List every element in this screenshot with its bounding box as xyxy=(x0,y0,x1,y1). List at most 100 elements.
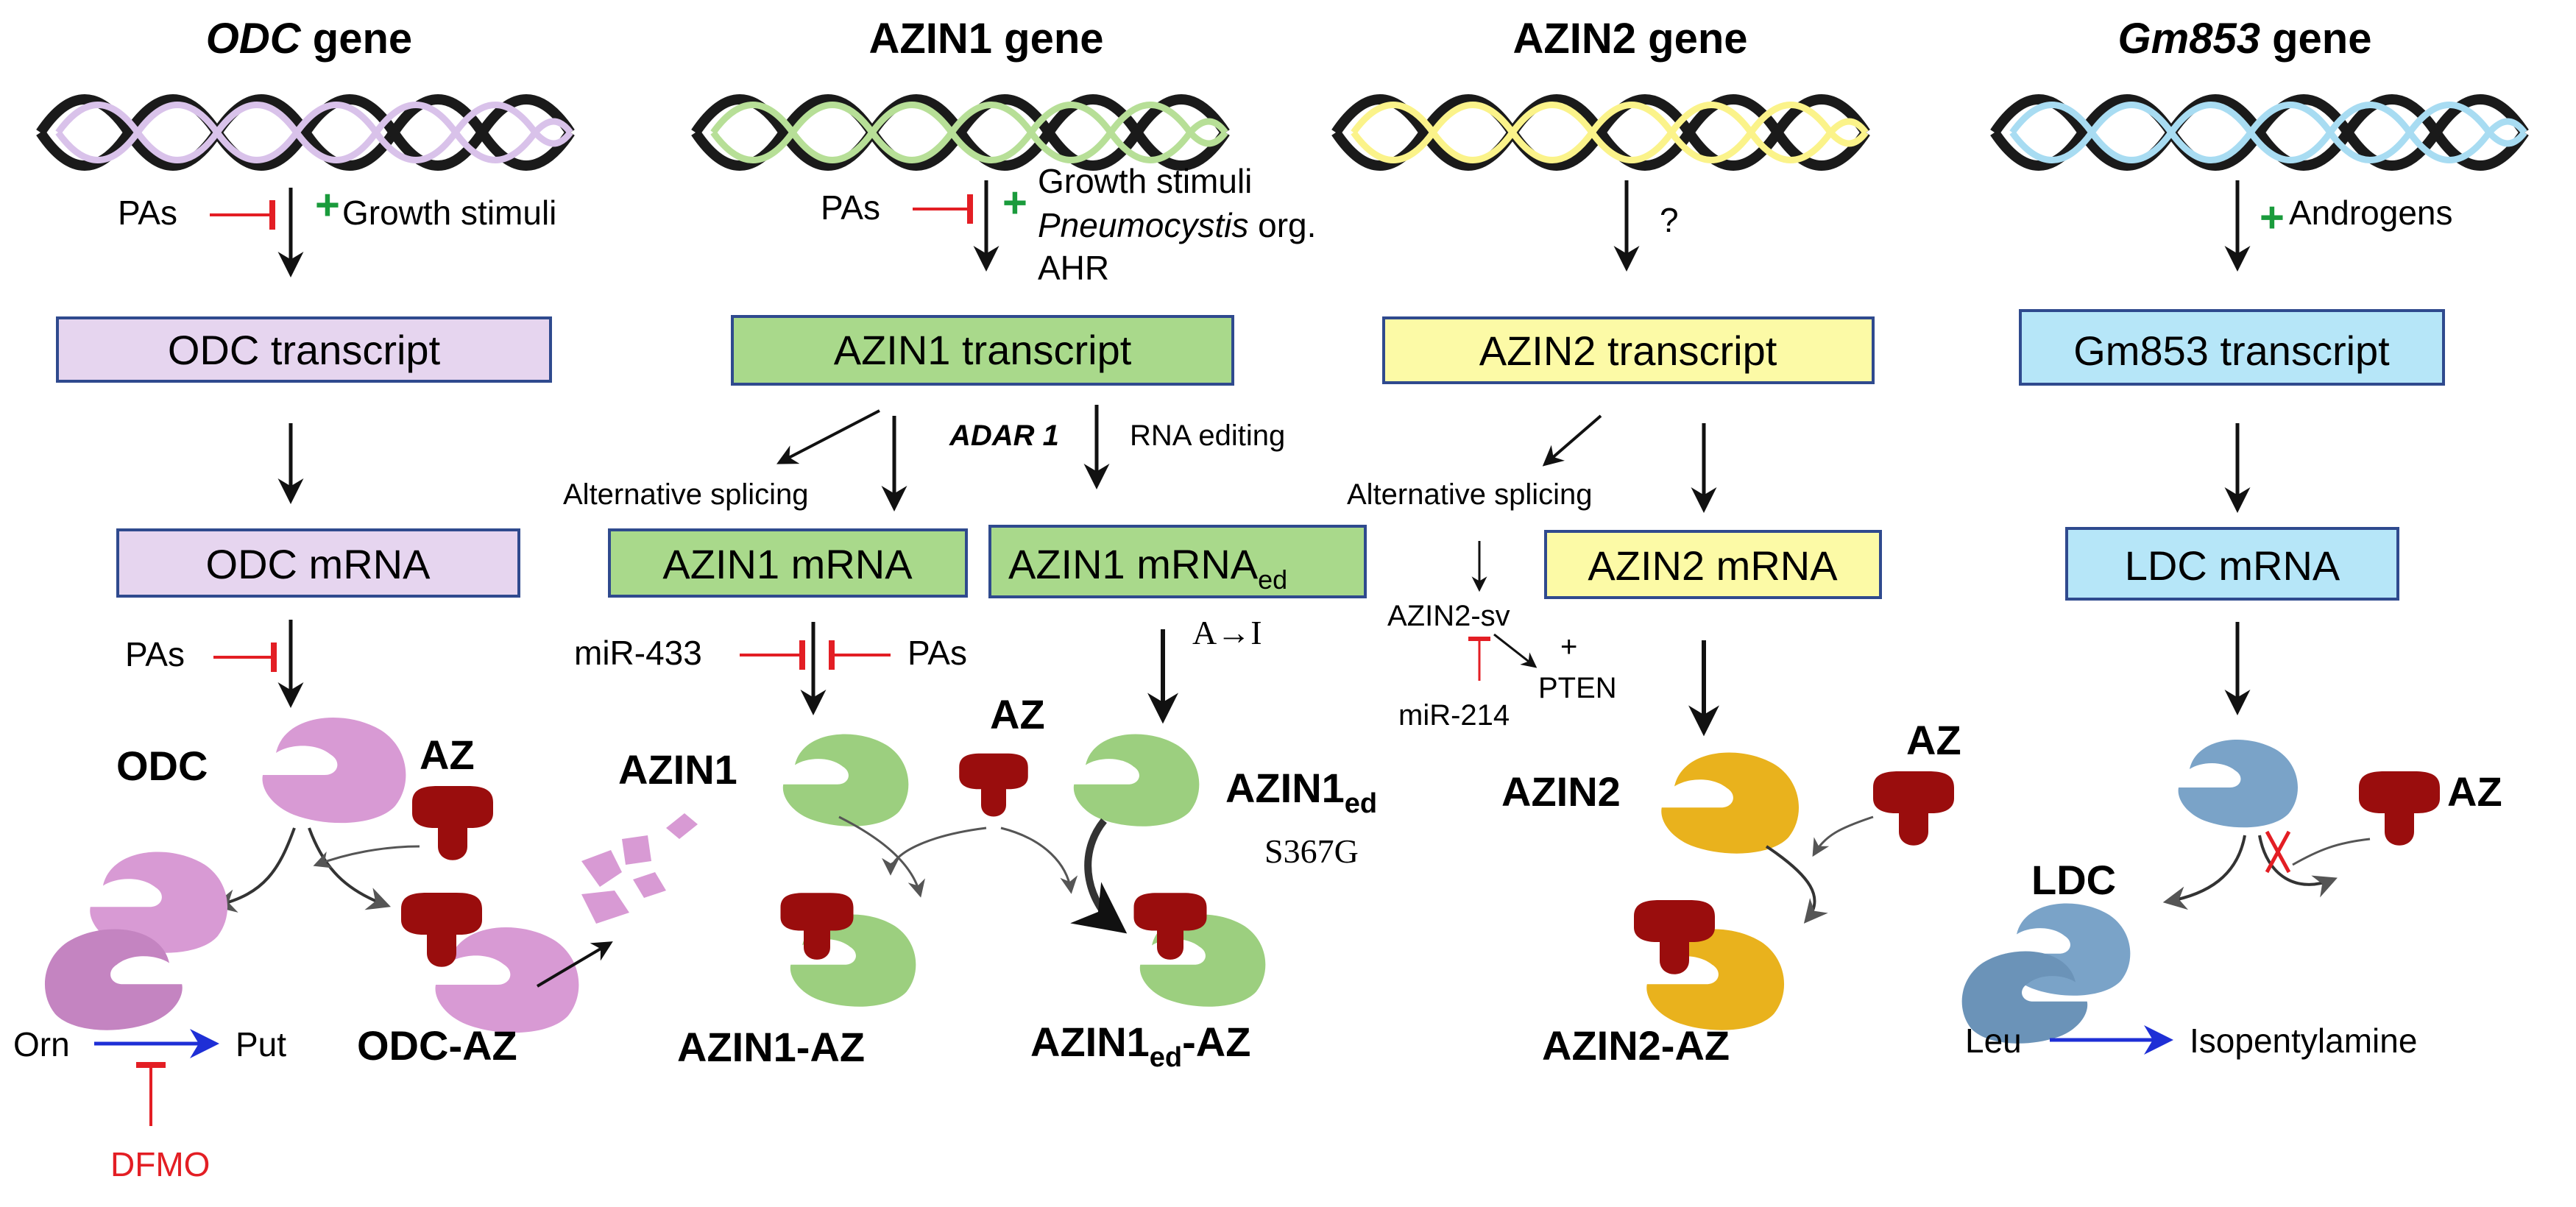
adar1-label: ADAR 1 xyxy=(949,420,1059,452)
azin2-protein-label: AZIN2 xyxy=(1501,768,1621,815)
azin2-splice-branch-arrow xyxy=(1542,414,1602,467)
azin1-az-bind-arrow xyxy=(838,815,925,898)
odc-dimer-arrow xyxy=(212,827,296,913)
odc-transcript-label: ODC transcript xyxy=(168,327,441,373)
leu-label: Leu xyxy=(1965,1022,2022,1060)
odc-az-binding-arrow xyxy=(313,845,420,868)
azin1ed-az-complex-label: AZIN1ed-AZ xyxy=(1030,1019,1250,1073)
odc-mrna-box xyxy=(116,528,520,598)
s367g-mutation-label: S367G xyxy=(1264,832,1359,870)
azin2-sv-plus-sign: + xyxy=(1560,631,1577,663)
azin1-alt-splicing-label: Alternative splicing xyxy=(563,478,809,511)
azin2-az-complex-az-icon xyxy=(1634,900,1715,974)
az-to-azin2-arrow xyxy=(1812,815,1874,857)
gm853-dna-helix-icon xyxy=(1995,99,2524,166)
azin2-az-complex-label: AZIN2-AZ xyxy=(1542,1022,1730,1069)
azin2-mrna-box xyxy=(1544,530,1882,599)
az-to-azin1-arrow xyxy=(882,827,987,876)
azin1-gene-title: AZIN1 gene xyxy=(868,15,1103,63)
azin1-plus-sign: + xyxy=(1002,179,1027,227)
ldc-protein-label: LDC xyxy=(2031,857,2116,903)
odc-az-complex-label: ODC-AZ xyxy=(357,1022,517,1069)
azin2-transcript-label: AZIN2 transcript xyxy=(1479,328,1777,374)
azin1-pneumocystis-label: Pneumocystis org. xyxy=(1038,206,1316,244)
azin1-enzyme-icon xyxy=(782,734,909,827)
mir433-label: miR-433 xyxy=(574,634,702,672)
put-label: Put xyxy=(236,1025,286,1063)
azin1-transcript-box xyxy=(731,315,1234,386)
azin2-enzyme-icon xyxy=(1661,752,1800,854)
azin1-pas2-label: PAs xyxy=(907,634,967,672)
azin1-mrna-edited-label: AZIN1 mRNAed xyxy=(1008,541,1287,595)
gm853-transcript-box xyxy=(2019,309,2445,386)
odc-dna-helix-icon xyxy=(40,99,570,166)
gm853-plus-sign: + xyxy=(2260,194,2285,241)
azin1-ed-protein-label: AZIN1ed xyxy=(1225,765,1377,819)
azin1-ed-enzyme-icon xyxy=(1073,734,1200,827)
azin2-sv-label: AZIN2-sv xyxy=(1387,600,1510,632)
odc-mrna-label: ODC mRNA xyxy=(206,541,431,587)
odc-growth-stimuli: Growth stimuli xyxy=(342,194,556,232)
azin1ed-az-complex-az-icon xyxy=(1133,893,1207,960)
azin2-dna-helix-icon xyxy=(1336,99,1866,166)
odc-gene-title: ODC gene xyxy=(206,15,412,63)
ldc-enzyme-icon xyxy=(2178,740,2298,828)
mir214-label: miR-214 xyxy=(1398,699,1510,732)
dfmo-label: DFMO xyxy=(110,1145,210,1183)
gm853-gene-title: Gm853 gene xyxy=(2118,15,2372,63)
azin1-mrna-label: AZIN1 mRNA xyxy=(662,541,913,587)
odc-az-complex-enzyme-icon xyxy=(435,927,579,1033)
odc-plus-sign: + xyxy=(315,181,340,229)
azin1-mrna-box xyxy=(608,528,968,598)
odc-protein-label: ODC xyxy=(116,743,208,789)
androgens-label: Androgens xyxy=(2289,194,2453,232)
a-to-i-label: A→I xyxy=(1192,614,1262,651)
azin2-az-bind-arrow xyxy=(1765,845,1828,924)
azin1-growth-stimuli: Growth stimuli xyxy=(1038,162,1252,200)
ldc-az-bind-arrow xyxy=(2258,835,2338,898)
odc-az-icon xyxy=(412,786,493,860)
azin2-column: AZIN2 gene ? AZIN2 transcript Alternativ… xyxy=(1336,15,1961,1069)
azin1-transcript-label: AZIN1 transcript xyxy=(834,327,1132,373)
isopentylamine-label: Isopentylamine xyxy=(2190,1022,2417,1060)
ldc-mrna-label: LDC mRNA xyxy=(2125,542,2340,589)
azin2-az-icon xyxy=(1873,771,1954,846)
odc-enzyme-icon xyxy=(262,718,406,824)
azin1-dna-helix-icon xyxy=(696,99,1225,166)
odc-complex-arrow xyxy=(308,827,392,910)
orn-label: Orn xyxy=(13,1025,70,1063)
azin1-az-complex-az-icon xyxy=(780,893,854,960)
degraded-odc-fragments-icon xyxy=(581,813,698,924)
rna-editing-label: RNA editing xyxy=(1130,420,1285,452)
azin1-column: AZIN1 gene PAs + Growth stimuli Pneumocy… xyxy=(563,15,1377,1073)
azin1-mrna-edited-box xyxy=(988,525,1367,598)
gm853-az-icon xyxy=(2359,771,2440,846)
azin2-alt-splicing-label: Alternative splicing xyxy=(1347,478,1593,511)
azin2-gene-title: AZIN2 gene xyxy=(1512,15,1747,63)
odc-pas-label: PAs xyxy=(118,194,177,232)
odc-transcript-box xyxy=(56,316,552,383)
gm853-transcript-label: Gm853 transcript xyxy=(2073,328,2390,374)
gm853-az-label: AZ xyxy=(2447,768,2502,815)
az-to-azin1ed-arrow xyxy=(1000,827,1078,894)
pten-label: PTEN xyxy=(1538,672,1617,704)
azin1-pas-label: PAs xyxy=(821,188,880,227)
ldc-dimer-arrow xyxy=(2162,835,2246,910)
azin1-az-icon xyxy=(959,753,1028,817)
odc-pas2-label: PAs xyxy=(125,635,185,673)
azin2-az-label: AZ xyxy=(1906,717,1961,763)
az-to-ldc-line xyxy=(2292,838,2371,866)
odc-degradation-arrow xyxy=(536,941,613,988)
gm853-column: Gm853 gene + Androgens Gm853 transcript … xyxy=(1961,15,2524,1060)
no-binding-cross-icon xyxy=(2265,830,2291,874)
azin1-ahr-label: AHR xyxy=(1038,249,1109,287)
azin1-az-complex-label: AZIN1-AZ xyxy=(677,1024,865,1070)
azin2-sv-to-pten-arrow xyxy=(1493,633,1538,668)
azin2-unknown-regulation: ? xyxy=(1660,201,1679,239)
azin1-az-label: AZ xyxy=(990,691,1045,737)
azin2-mrna-label: AZIN2 mRNA xyxy=(1588,542,1838,589)
odc-column: ODC gene PAs + Growth stimuli ODC transc… xyxy=(13,15,698,1183)
azin1-splice-branch-arrow xyxy=(776,409,880,464)
